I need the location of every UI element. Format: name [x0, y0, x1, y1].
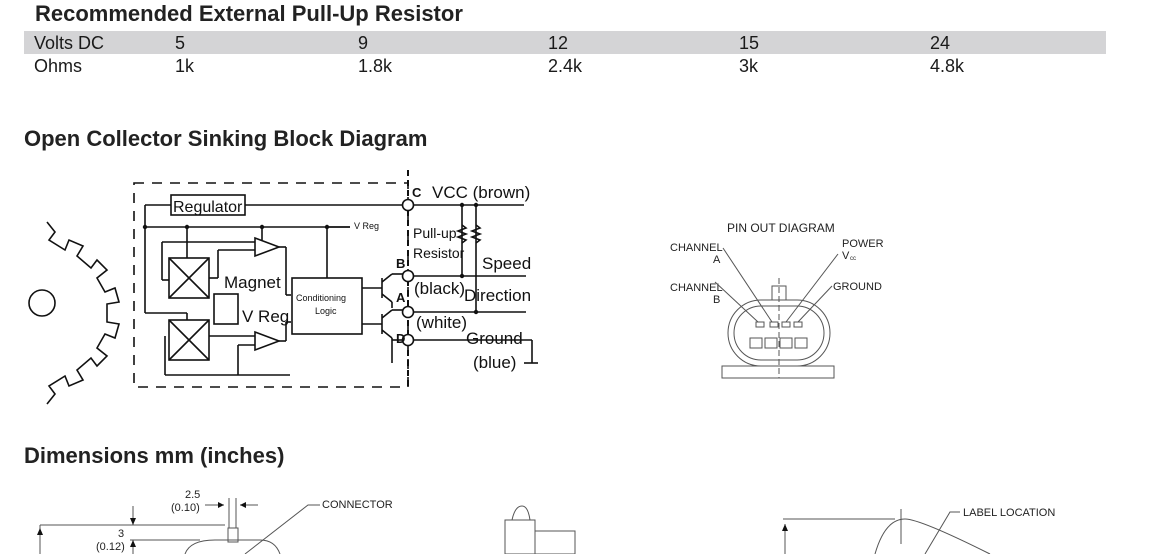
label-black: (black): [414, 279, 465, 298]
dim-height-mm: 3: [118, 528, 124, 540]
label-resistor: Resistor: [413, 245, 465, 261]
volts-cell: 24: [930, 33, 951, 53]
pinout-power: POWER: [842, 238, 884, 250]
resistor-section-title: Recommended External Pull-Up Resistor: [35, 1, 463, 26]
pinout-channel-a-letter: A: [713, 254, 721, 266]
label-conditioning: Conditioning: [296, 293, 346, 303]
block-diagram: Regulator V Reg Magnet V Reg Conditionin…: [28, 170, 538, 405]
row-label-volts: Volts DC: [34, 33, 105, 53]
label-direction: Direction: [464, 286, 531, 305]
pinout-vcc-sub: cc: [850, 256, 856, 262]
label-speed: Speed: [482, 254, 531, 273]
ohms-cell: 2.4k: [548, 56, 583, 76]
gear-hub-icon: [28, 289, 56, 317]
dimensions-title: Dimensions mm (inches): [24, 443, 285, 468]
block-diagram-title: Open Collector Sinking Block Diagram: [24, 126, 428, 151]
label-vreg: V Reg: [242, 307, 289, 326]
pin-a-terminal: [401, 305, 415, 319]
label-white: (white): [416, 313, 467, 332]
pinout-channel-b: CHANNEL: [670, 282, 723, 294]
pinout-diagram: PIN OUT DIAGRAM CHANNEL A CHANNEL B POWE…: [670, 221, 884, 379]
ohms-cell: 1.8k: [358, 56, 393, 76]
ohms-cell: 1k: [175, 56, 195, 76]
ohms-cell: 3k: [739, 56, 759, 76]
label-regulator: Regulator: [173, 199, 243, 216]
label-logic: Logic: [315, 306, 337, 316]
label-pullup: Pull-up: [413, 225, 457, 241]
table-row-volts: Volts DC 5 9 12 15 24: [24, 31, 1106, 54]
pin-d-terminal: [401, 333, 415, 347]
label-vcc: VCC (brown): [432, 183, 530, 202]
label-ground: Ground: [466, 329, 523, 348]
gear-icon: [46, 221, 121, 405]
ohms-cell: 4.8k: [930, 56, 965, 76]
label-pin-d: D: [396, 331, 405, 346]
pinout-vcc: V: [842, 250, 850, 262]
dimension-drawing: 2.5 (0.10) 3 (0.12) CONNECTOR LABEL LOCA…: [37, 489, 1055, 554]
label-pin-a: A: [396, 290, 406, 305]
pinout-ground: GROUND: [833, 281, 882, 293]
label-magnet: Magnet: [224, 273, 281, 292]
dim-height-in: (0.12): [96, 541, 125, 553]
dim-width-in: (0.10): [171, 502, 200, 514]
label-blue: (blue): [473, 353, 516, 372]
pull-up-resistor-table: Volts DC 5 9 12 15 24 Ohms 1k 1.8k 2.4k …: [24, 31, 1106, 77]
label-vreg-small: V Reg: [354, 221, 379, 231]
pin-b-terminal: [401, 269, 415, 283]
volts-cell: 5: [175, 33, 186, 53]
pinout-channel-a: CHANNEL: [670, 242, 723, 254]
table-row-ohms: Ohms 1k 1.8k 2.4k 3k 4.8k: [24, 54, 1106, 77]
connector-callout: CONNECTOR: [322, 499, 393, 511]
label-location-callout: LABEL LOCATION: [963, 507, 1055, 519]
pinout-channel-b-letter: B: [713, 294, 720, 306]
volts-cell: 15: [739, 33, 760, 53]
row-label-ohms: Ohms: [34, 56, 83, 76]
label-pin-b: B: [396, 256, 405, 271]
pin-c-terminal: [401, 198, 415, 212]
dim-width-mm: 2.5: [185, 489, 200, 501]
label-pin-c: C: [412, 185, 422, 200]
pinout-title: PIN OUT DIAGRAM: [727, 221, 835, 235]
volts-cell: 9: [358, 33, 369, 53]
volts-cell: 12: [548, 33, 569, 53]
